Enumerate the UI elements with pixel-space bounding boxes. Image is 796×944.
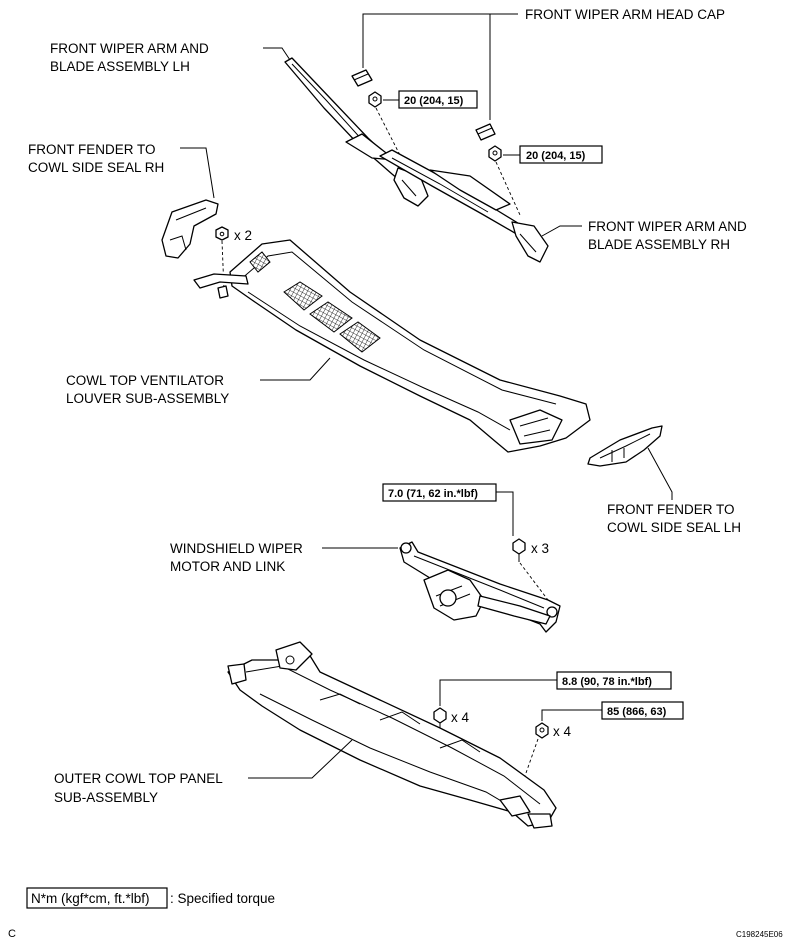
leader-arm-lh (263, 47, 291, 61)
label-louver-line1: COWL TOP VENTILATOR (66, 373, 224, 388)
svg-text:20 (204, 15): 20 (204, 15) (526, 150, 586, 162)
fender-seal-lh (587, 425, 663, 467)
qty-panel-nut: x 4 (553, 724, 572, 739)
qty-seal-clip: x 2 (234, 228, 252, 243)
label-arm-lh-line1: FRONT WIPER ARM AND (50, 41, 209, 56)
arm-rh-nut-axis (495, 161, 521, 216)
leader-seal-lh (647, 447, 673, 500)
label-arm-lh-line2: BLADE ASSEMBLY LH (50, 59, 190, 74)
motor-bolt-axis (519, 562, 549, 601)
leader-panel (248, 739, 353, 779)
panel-bolt-icon (433, 707, 447, 732)
label-seal-rh-line1: FRONT FENDER TO (28, 142, 156, 157)
qty-motor-bolt: x 3 (531, 541, 549, 556)
svg-text:20 (204, 15): 20 (204, 15) (404, 95, 464, 107)
leader-louver (260, 357, 331, 381)
torque-box-motor: 7.0 (71, 62 in.*lbf) (382, 483, 497, 502)
torque-box-panel-bolt: 8.8 (90, 78 in.*lbf) (556, 671, 672, 690)
legend-unit-box: N*m (kgf*cm, ft.*lbf) (31, 891, 150, 906)
label-panel-line1: OUTER COWL TOP PANEL (54, 771, 223, 786)
legend-description: : Specified torque (170, 891, 275, 906)
label-arm-rh-line1: FRONT WIPER ARM AND (588, 219, 747, 234)
label-head-cap: FRONT WIPER ARM HEAD CAP (525, 7, 725, 22)
label-panel-line2: SUB-ASSEMBLY (54, 790, 158, 805)
label-seal-lh-line2: COWL SIDE SEAL LH (607, 520, 741, 535)
wiper-arm-head-cap-left (351, 69, 373, 87)
figure-code: C198245E06 (736, 930, 783, 939)
torque-legend: N*m (kgf*cm, ft.*lbf) : Specified torque (26, 887, 275, 909)
svg-text:7.0 (71, 62 in.*lbf): 7.0 (71, 62 in.*lbf) (388, 488, 478, 500)
arm-rh-nut-icon (488, 145, 502, 162)
label-motor-line1: WINDSHIELD WIPER (170, 541, 303, 556)
leader-seal-rh (180, 147, 215, 199)
label-louver-line2: LOUVER SUB-ASSEMBLY (66, 391, 229, 406)
svg-text:85 (866, 63): 85 (866, 63) (607, 706, 667, 718)
label-seal-lh-line1: FRONT FENDER TO (607, 502, 735, 517)
windshield-wiper-motor-and-link (399, 541, 561, 633)
svg-text:8.8 (90, 78 in.*lbf): 8.8 (90, 78 in.*lbf) (562, 676, 652, 688)
motor-bolt-icon (512, 538, 526, 562)
leader-head-cap (362, 13, 518, 120)
seal-clip-icon (215, 226, 229, 241)
torque-box-arm-lh: 20 (204, 15) (398, 90, 478, 109)
fender-seal-rh (161, 199, 219, 259)
qty-panel-bolt: x 4 (451, 710, 470, 725)
arm-lh-nut-icon (368, 91, 382, 108)
cowl-top-ventilator-louver (193, 239, 591, 453)
corner-letter: C (8, 928, 16, 940)
torque-box-arm-rh: 20 (204, 15) (519, 145, 603, 164)
panel-nut-icon (535, 722, 549, 739)
wiper-arm-head-cap-right (475, 123, 496, 141)
outer-cowl-top-panel (227, 641, 557, 829)
leader-arm-rh (541, 225, 582, 237)
wiper-arm-rh (379, 149, 549, 263)
label-seal-rh-line2: COWL SIDE SEAL RH (28, 160, 164, 175)
label-arm-rh-line2: BLADE ASSEMBLY RH (588, 237, 730, 252)
label-motor-line2: MOTOR AND LINK (170, 559, 285, 574)
torque-box-panel-nut: 85 (866, 63) (601, 701, 684, 720)
